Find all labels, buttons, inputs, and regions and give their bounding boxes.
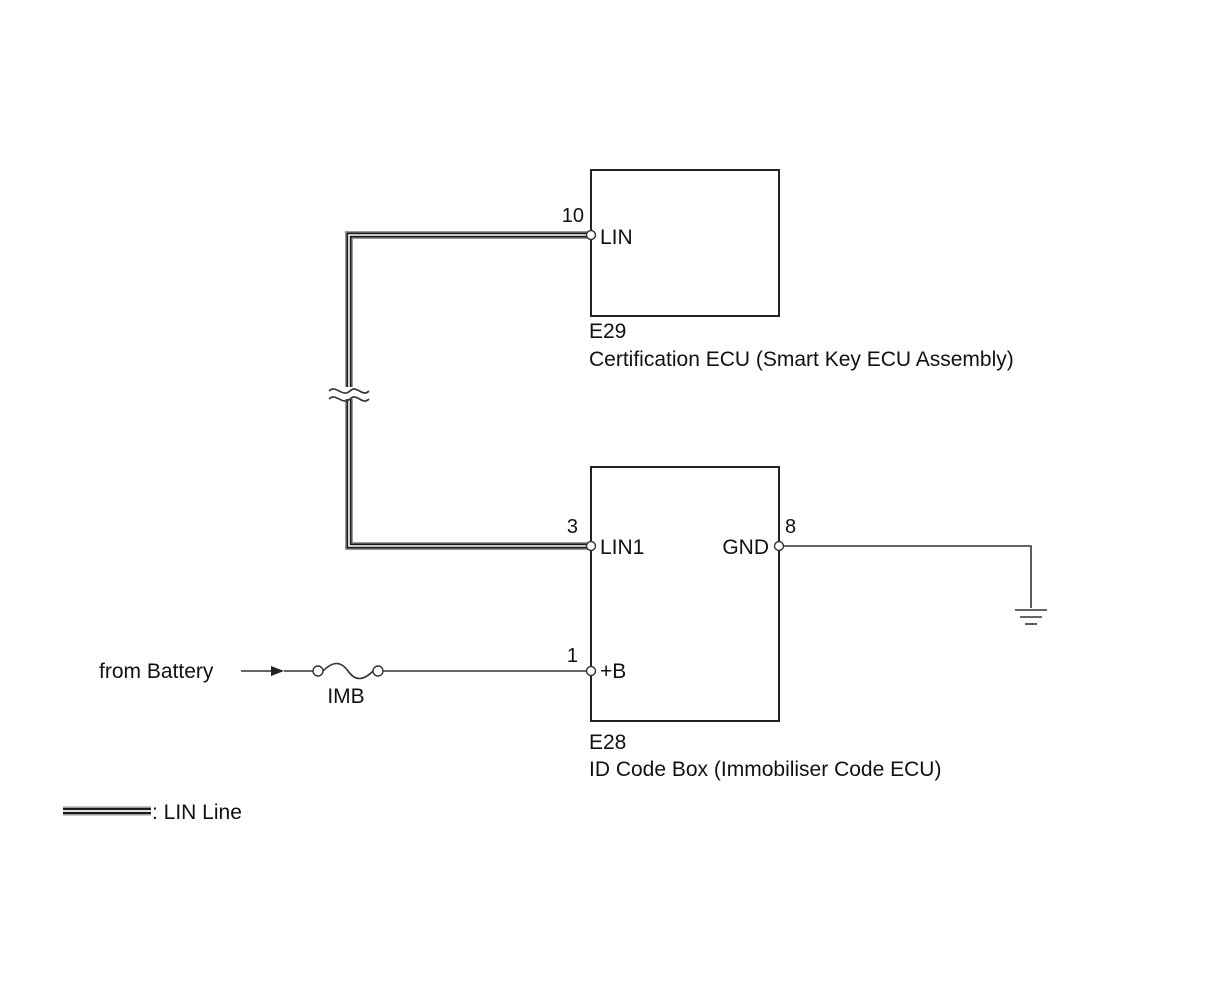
legend-label: : LIN Line bbox=[152, 801, 242, 824]
lin-line bbox=[345, 231, 590, 550]
terminal-plus-b bbox=[585, 665, 597, 677]
pin-label-lin: LIN bbox=[600, 226, 633, 249]
fuse-label-imb: IMB bbox=[327, 685, 364, 708]
pin-number-1: 1 bbox=[567, 645, 578, 667]
id-code-box bbox=[590, 466, 780, 722]
pin-label-gnd: GND bbox=[722, 536, 769, 559]
pin-number-10: 10 bbox=[562, 205, 584, 227]
id-code-box-name: ID Code Box (Immobiliser Code ECU) bbox=[589, 758, 941, 781]
terminal-lin1 bbox=[585, 540, 597, 552]
connector-e28: E28 bbox=[589, 731, 626, 754]
terminal-gnd bbox=[773, 540, 785, 552]
certification-ecu-name: Certification ECU (Smart Key ECU Assembl… bbox=[589, 348, 1014, 371]
fuse-icon bbox=[312, 662, 384, 680]
pin-label-plus-b: +B bbox=[600, 660, 626, 683]
terminal-lin bbox=[585, 229, 597, 241]
wire-break-icon bbox=[328, 387, 370, 402]
connector-e29: E29 bbox=[589, 320, 626, 343]
gnd-wire bbox=[783, 545, 1032, 608]
certification-ecu-box bbox=[590, 169, 780, 317]
pin-number-8: 8 bbox=[785, 516, 796, 538]
ground-icon bbox=[1015, 609, 1047, 625]
pin-label-lin1: LIN1 bbox=[600, 536, 644, 559]
pin-number-3: 3 bbox=[567, 516, 578, 538]
from-battery-label: from Battery bbox=[99, 660, 214, 683]
arrow-icon bbox=[241, 666, 284, 676]
